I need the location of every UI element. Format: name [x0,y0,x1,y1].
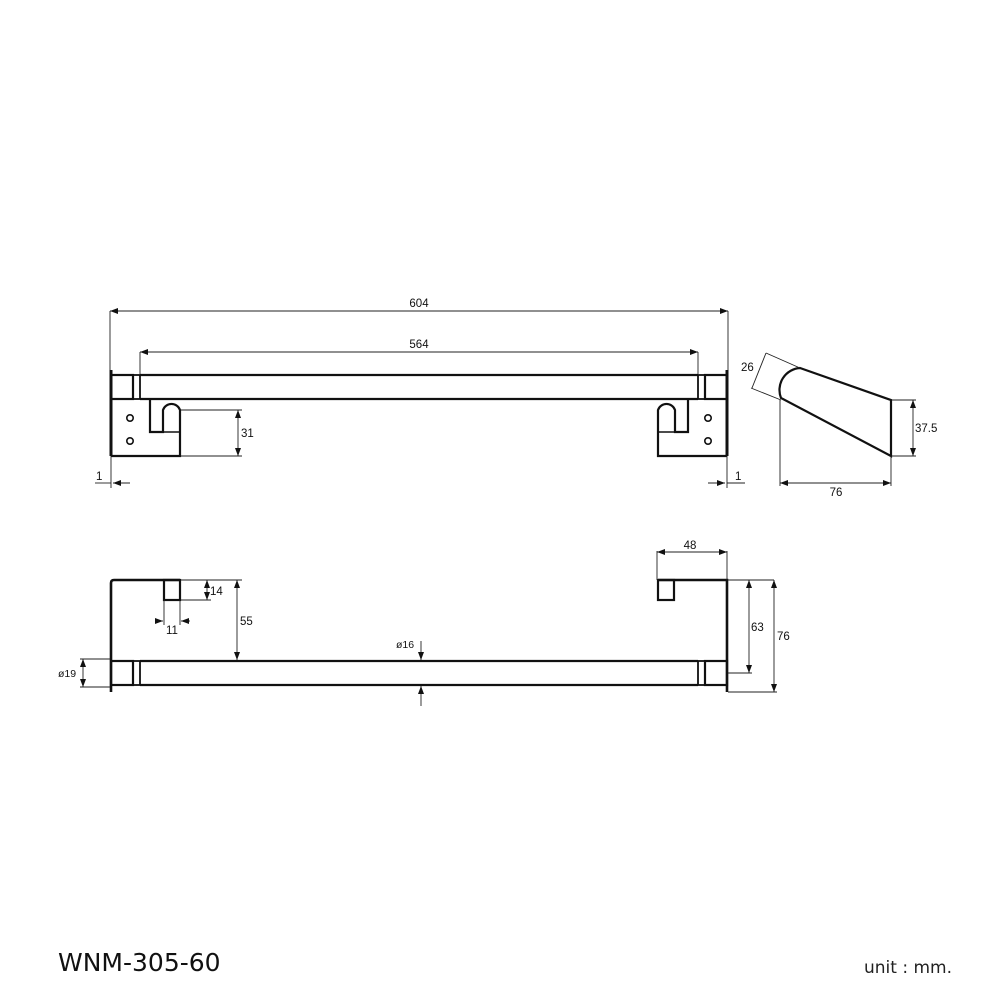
dim-19-label: ø19 [58,668,76,680]
dim-hook-height: 31 [181,409,254,457]
dim-bracket-depth: 48 [656,540,728,580]
dim-14-label: 14 [210,586,223,598]
dim-bar-length: 564 [139,339,699,374]
dim-bar-diameter: ø16 [396,639,424,706]
dim-hook-depth: 14 [181,579,223,601]
dim-604-label: 604 [409,298,429,310]
dim-left-offset: 1 [95,456,130,488]
dim-side-height: 37.5 [892,399,937,457]
towel-bar-front [140,373,698,401]
dim-76-side-label: 76 [830,487,843,499]
dim-1-left-label: 1 [96,471,102,483]
dim-right-offset: 1 [708,456,745,488]
dim-63-label: 63 [751,622,764,634]
left-bracket-front [109,370,182,458]
dim-side-depth: 76 [779,400,892,499]
right-bracket-top [656,578,729,692]
side-view: 26 37.5 76 [741,352,937,499]
dim-26-label: 26 [741,362,754,374]
dim-48-label: 48 [684,540,697,552]
dim-flange-diameter: ø19 [58,658,110,688]
dim-overall-projection: 76 [728,580,790,693]
dim-37-5-label: 37.5 [915,423,937,435]
dim-564-label: 564 [409,339,429,351]
dim-16-label: ø16 [396,639,414,651]
right-bracket-front [656,370,729,458]
dim-overall-length: 604 [109,298,729,372]
unit-label: unit : mm. [864,958,952,978]
model-code: WNM-305-60 [58,948,221,977]
dim-side-width: 26 [741,352,801,401]
dim-1-right-label: 1 [735,471,741,483]
towel-bar-top [140,659,698,687]
dim-55-label: 55 [240,616,253,628]
dim-bracket-to-bar: 55 [181,579,253,660]
dim-31-label: 31 [241,428,254,440]
top-view: 14 11 55 ø19 ø16 [58,540,790,706]
dim-76-top-label: 76 [777,631,790,643]
dim-11-label: 11 [166,625,178,637]
dim-hook-width: 11 [155,600,190,637]
front-view: 604 564 [95,298,745,488]
dim-bar-projection: 63 [728,579,774,674]
left-bracket-top [109,578,182,692]
